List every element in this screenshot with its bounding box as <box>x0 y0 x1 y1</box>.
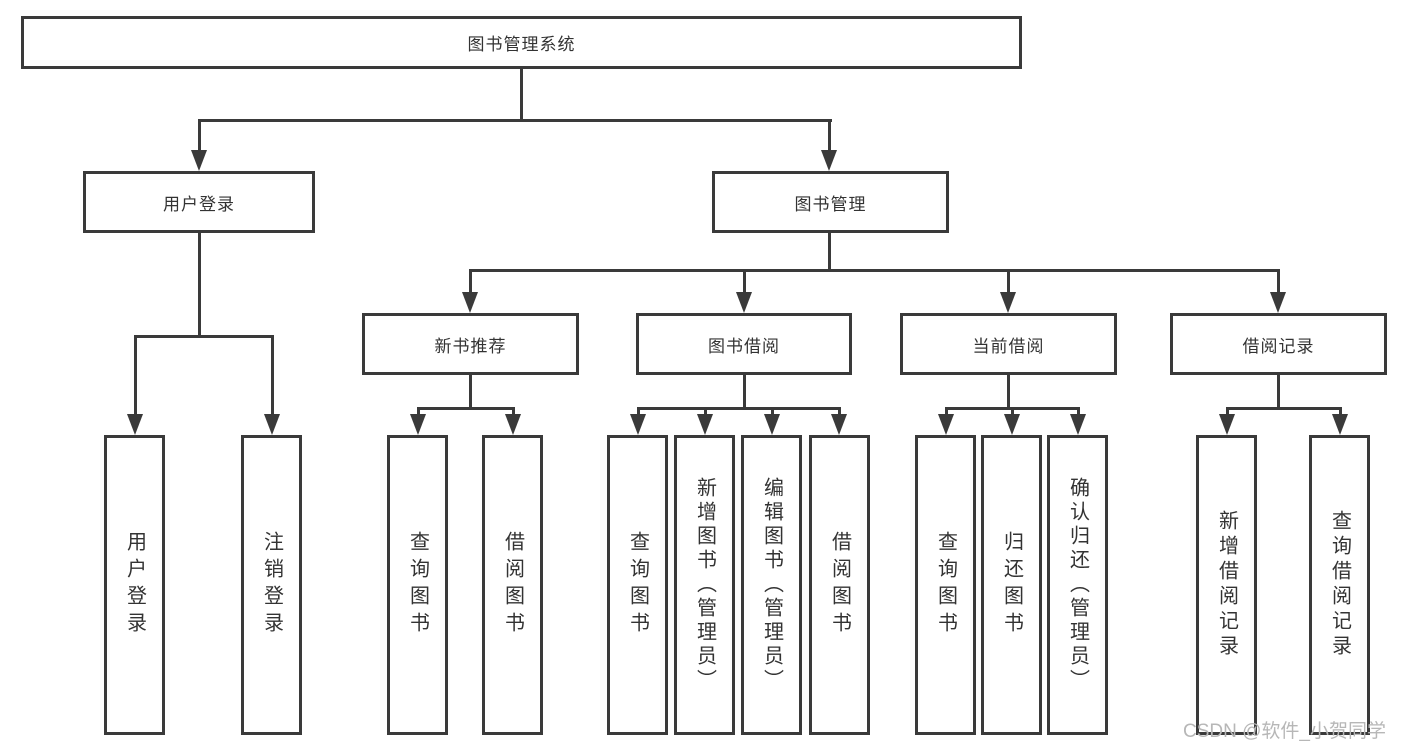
connector-hline <box>637 407 841 410</box>
node-book-management: 图书管理 <box>712 171 949 233</box>
arrow-down-icon <box>1000 292 1016 313</box>
connector-hline <box>134 335 274 338</box>
node-label: 图书借阅 <box>708 336 780 356</box>
arrow-down-icon <box>1004 414 1020 435</box>
node-label: 图书管理系统 <box>467 35 576 54</box>
connector-vline <box>828 233 831 272</box>
leaf-label: 确认归还（管理员） <box>1066 477 1089 693</box>
arrow-down-icon <box>938 414 954 435</box>
leaf-search-borrow-record: 查询借阅记录 <box>1309 435 1370 735</box>
arrow-down-icon <box>1070 414 1086 435</box>
leaf-search-books-borrow: 查询图书 <box>607 435 668 735</box>
connector-vline <box>743 375 746 410</box>
node-book-borrowing: 图书借阅 <box>636 313 852 375</box>
node-label: 用户登录 <box>163 194 235 214</box>
node-new-book-recommendation: 新书推荐 <box>362 313 579 375</box>
arrow-down-icon <box>127 414 143 435</box>
leaf-borrow-books: 借阅图书 <box>809 435 870 735</box>
leaf-add-borrow-record: 新增借阅记录 <box>1196 435 1257 735</box>
arrow-down-icon <box>736 292 752 313</box>
arrow-down-icon <box>505 414 521 435</box>
leaf-borrow-books-recommend: 借阅图书 <box>482 435 543 735</box>
leaf-label: 借阅图书 <box>501 531 524 639</box>
csdn-watermark: CSDN @软件_小贺同学 <box>1183 721 1386 742</box>
node-label: 借阅记录 <box>1242 336 1315 356</box>
connector-hline <box>1226 407 1341 410</box>
arrow-down-icon <box>191 150 207 171</box>
connector-vline <box>1007 269 1010 295</box>
connector-vline <box>637 407 640 417</box>
leaf-label: 编辑图书（管理员） <box>760 477 783 693</box>
arrow-down-icon <box>462 292 478 313</box>
connector-hline <box>469 269 1280 272</box>
arrow-down-icon <box>697 414 713 435</box>
leaf-label: 查询图书 <box>934 531 957 639</box>
connector-vline <box>271 335 274 416</box>
connector-vline <box>520 69 523 121</box>
leaf-add-books-admin: 新增图书（管理员） <box>674 435 735 735</box>
node-borrowing-records: 借阅记录 <box>1170 313 1387 375</box>
leaf-label: 查询借阅记录 <box>1328 510 1351 660</box>
leaf-label: 新增图书（管理员） <box>693 477 716 693</box>
connector-vline <box>512 407 515 417</box>
arrow-down-icon <box>1332 414 1348 435</box>
leaf-label: 借阅图书 <box>828 531 851 639</box>
node-user-login: 用户登录 <box>83 171 315 233</box>
connector-vline <box>134 335 137 416</box>
node-current-borrowing: 当前借阅 <box>900 313 1117 375</box>
leaf-search-books-recommend: 查询图书 <box>387 435 448 735</box>
leaf-label: 新增借阅记录 <box>1215 510 1238 660</box>
leaf-label: 归还图书 <box>1000 531 1023 639</box>
leaf-user-login: 用户登录 <box>104 435 165 735</box>
connector-vline <box>198 233 201 338</box>
arrow-down-icon <box>1219 414 1235 435</box>
leaf-label: 查询图书 <box>626 531 649 639</box>
leaf-edit-books-admin: 编辑图书（管理员） <box>741 435 802 735</box>
arrow-down-icon <box>764 414 780 435</box>
connector-vline <box>469 269 472 295</box>
arrow-down-icon <box>264 414 280 435</box>
connector-hline <box>417 407 515 410</box>
leaf-return-books: 归还图书 <box>981 435 1042 735</box>
leaf-search-books-current: 查询图书 <box>915 435 976 735</box>
connector-vline <box>198 119 201 153</box>
node-label: 图书管理 <box>794 194 867 214</box>
connector-vline <box>1077 407 1080 417</box>
leaf-label: 注销登录 <box>260 531 283 639</box>
connector-vline <box>704 407 707 417</box>
connector-vline <box>417 407 420 417</box>
arrow-down-icon <box>410 414 426 435</box>
connector-vline <box>771 407 774 417</box>
connector-vline <box>828 119 831 153</box>
connector-hline <box>198 119 832 122</box>
connector-vline <box>743 269 746 295</box>
connector-vline <box>1277 375 1280 410</box>
leaf-label: 查询图书 <box>406 531 429 639</box>
leaf-label: 用户登录 <box>123 531 146 639</box>
node-library-management-system: 图书管理系统 <box>21 16 1022 69</box>
leaf-confirm-return-admin: 确认归还（管理员） <box>1047 435 1108 735</box>
node-label: 当前借阅 <box>972 336 1045 356</box>
arrow-down-icon <box>831 414 847 435</box>
arrow-down-icon <box>1270 292 1286 313</box>
connector-vline <box>945 407 948 417</box>
node-label: 新书推荐 <box>434 336 507 356</box>
arrow-down-icon <box>821 150 837 171</box>
arrow-down-icon <box>630 414 646 435</box>
connector-vline <box>1226 407 1229 417</box>
connector-vline <box>1339 407 1342 417</box>
connector-vline <box>838 407 841 417</box>
connector-vline <box>1277 269 1280 295</box>
connector-vline <box>1011 407 1014 417</box>
connector-vline <box>1007 375 1010 410</box>
leaf-logout: 注销登录 <box>241 435 302 735</box>
connector-vline <box>469 375 472 410</box>
